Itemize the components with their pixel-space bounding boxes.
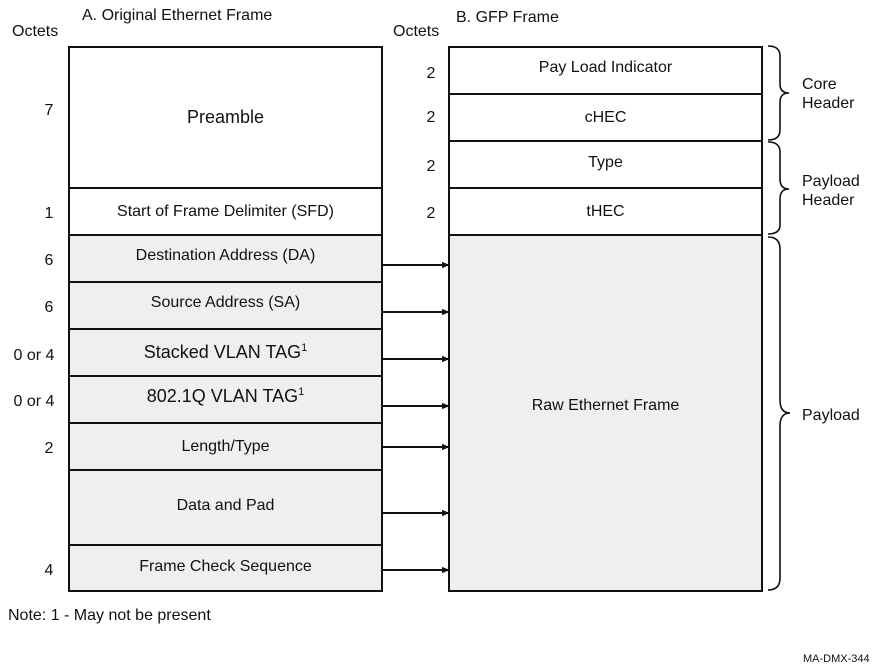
octets-preamble: 7	[44, 102, 54, 119]
octets-da: 6	[44, 252, 54, 269]
footnote-marker: 1	[298, 386, 305, 398]
octets-stacked-vlan: 0 or 4	[13, 347, 55, 364]
left-octets-header: Octets	[12, 23, 59, 40]
field-label: cHEC	[584, 108, 627, 126]
octets-8021q-vlan: 0 or 4	[13, 393, 55, 410]
field-label: Source Address (SA)	[150, 293, 301, 311]
right-octets-header: Octets	[393, 23, 440, 40]
octets-type: 2	[426, 158, 436, 175]
gfp-payload-indicator: Pay Load Indicator	[448, 46, 763, 95]
octets-length-type: 2	[44, 440, 54, 457]
right-title: B. GFP Frame	[456, 9, 559, 26]
field-label: 802.1Q VLAN TAG	[146, 386, 299, 406]
field-label: Pay Load Indicator	[538, 58, 673, 76]
field-label: Frame Check Sequence	[139, 558, 312, 575]
field-label: Length/Type	[181, 437, 270, 455]
field-label-group: 802.1Q VLAN TAG1	[147, 386, 305, 407]
label-payload-header-line1: Payload	[802, 173, 860, 190]
field-label-group: Stacked VLAN TAG1	[144, 342, 308, 363]
field-label: tHEC	[586, 202, 625, 220]
field-frame-check-sequence: Frame Check Sequence	[68, 544, 383, 592]
field-stacked-vlan-tag: Stacked VLAN TAG1	[68, 328, 383, 377]
brace-payload	[767, 236, 791, 591]
footnote: Note: 1 - May not be present	[8, 607, 211, 624]
field-data-and-pad: Data and Pad	[68, 469, 383, 546]
field-preamble: Preamble	[68, 46, 383, 189]
field-label: Data and Pad	[176, 496, 275, 514]
brace-payload-header	[767, 141, 790, 235]
brace-core-header	[767, 45, 790, 141]
label-core-line2: Header	[802, 95, 855, 112]
footnote-marker: 1	[301, 342, 308, 354]
field-label: Start of Frame Delimiter (SFD)	[117, 202, 334, 220]
gfp-chec: cHEC	[448, 93, 763, 142]
field-label: Destination Address (DA)	[135, 246, 316, 264]
field-label: Stacked VLAN TAG	[143, 342, 302, 362]
field-source-address: Source Address (SA)	[68, 281, 383, 330]
label-payload: Payload	[802, 407, 860, 424]
label-payload-header-line2: Header	[802, 192, 855, 209]
octets-sa: 6	[44, 299, 54, 316]
field-length-type: Length/Type	[68, 422, 383, 471]
label-core-header: Core Header	[802, 75, 854, 113]
gfp-thec: tHEC	[448, 187, 763, 236]
field-label: Type	[588, 153, 623, 171]
gfp-type: Type	[448, 140, 763, 189]
octets-payload-indicator: 2	[426, 65, 436, 82]
left-title: A. Original Ethernet Frame	[82, 7, 273, 24]
field-destination-address: Destination Address (DA)	[68, 234, 383, 283]
field-label: Preamble	[186, 107, 265, 127]
octets-sfd: 1	[44, 205, 54, 222]
octets-thec: 2	[426, 205, 436, 222]
label-core-line1: Core	[802, 76, 837, 93]
label-payload-header: Payload Header	[802, 172, 860, 210]
figure-code: MA-DMX-344	[803, 653, 870, 665]
gfp-raw-ethernet-frame: Raw Ethernet Frame	[448, 234, 763, 592]
octets-fcs: 4	[44, 562, 54, 579]
octets-chec: 2	[426, 109, 436, 126]
field-label: Raw Ethernet Frame	[531, 397, 680, 414]
